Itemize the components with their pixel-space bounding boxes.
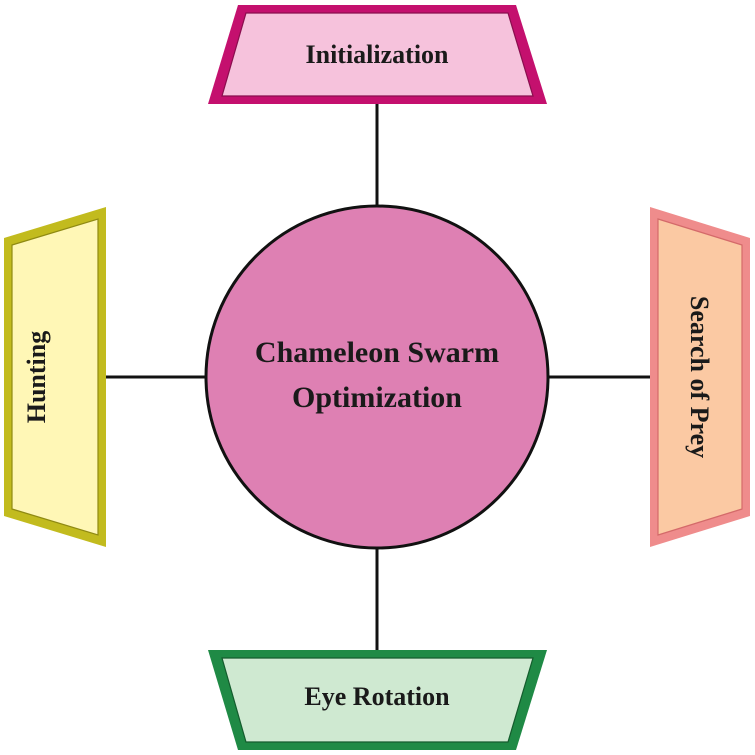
- node-hunting-inner: [11, 218, 99, 536]
- node-search-of-prey-inner: [657, 218, 743, 536]
- node-hunting: Hunting: [4, 207, 106, 547]
- center-circle: [204, 204, 550, 550]
- node-search-of-prey: Search of Prey: [650, 207, 750, 547]
- center-node: Chameleon Swarm Optimization: [204, 204, 550, 550]
- node-eye-rotation-label: Eye Rotation: [304, 682, 450, 711]
- center-label-line2: Optimization: [292, 381, 462, 414]
- node-eye-rotation-inner: [221, 657, 534, 743]
- node-initialization-label: Initialization: [305, 40, 449, 69]
- node-eye-rotation: Eye Rotation: [208, 650, 547, 750]
- connectors: [106, 104, 650, 650]
- center-label-line1: Chameleon Swarm: [255, 336, 499, 369]
- node-initialization: Initialization: [208, 5, 547, 104]
- node-hunting-label: Hunting: [22, 331, 51, 424]
- node-initialization-inner: [221, 12, 534, 97]
- node-search-of-prey-label: Search of Prey: [685, 296, 714, 458]
